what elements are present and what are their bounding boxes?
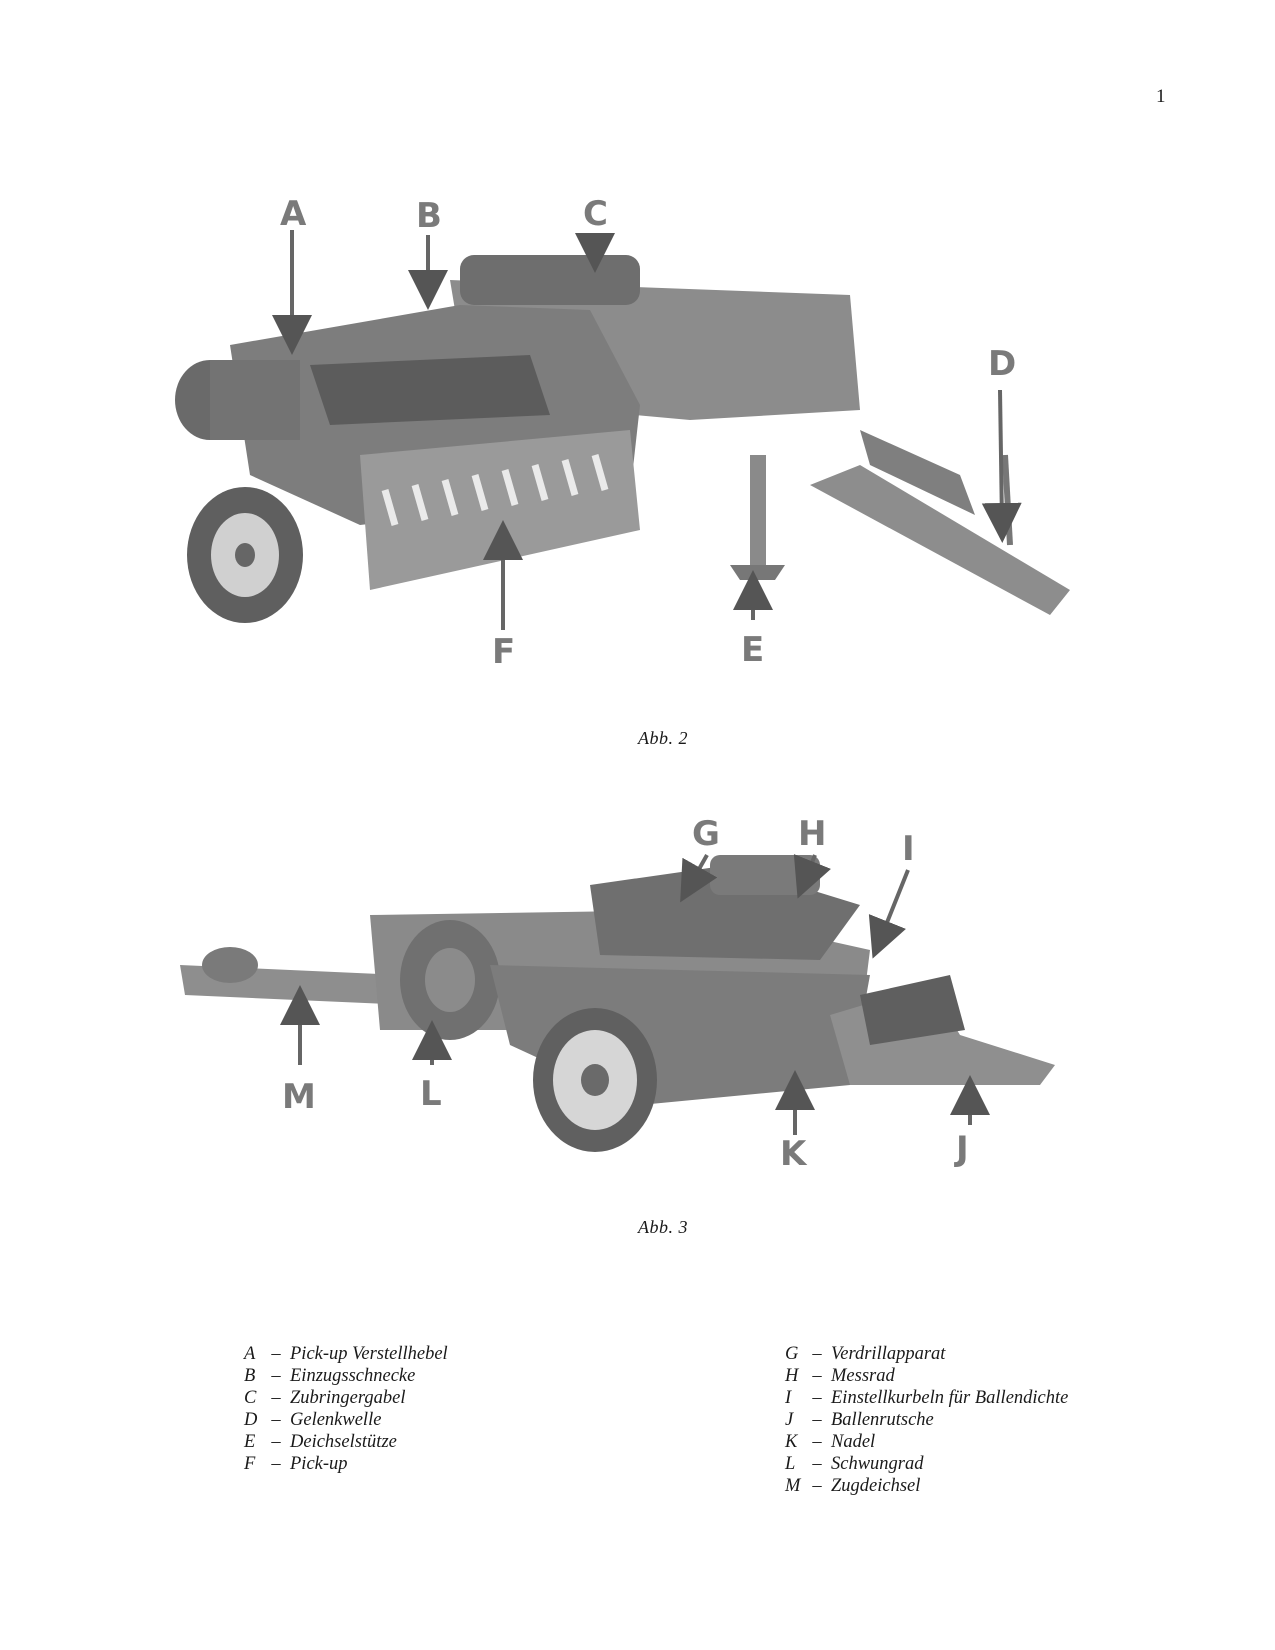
figure-abb-2: A B C D E F [170, 195, 1110, 665]
legend-item: A–Pick-up Verstellhebel [244, 1343, 448, 1365]
legend-key: L [785, 1454, 796, 1474]
callout-label: F [492, 632, 515, 665]
callout-label: E [741, 630, 764, 665]
baler-rear-illustration: G H I J K L M [180, 815, 1055, 1174]
legend-right-column: G–Verdrillapparat H–Messrad I–Einstellku… [785, 1343, 1068, 1497]
legend-item: L–Schwungrad [785, 1453, 1068, 1475]
figure-caption: Abb. 2 [638, 728, 688, 748]
callout-label: J [954, 1129, 969, 1169]
legend-dash: – [812, 1388, 822, 1408]
callout-label: D [988, 344, 1016, 384]
legend-item: E–Deichselstütze [244, 1431, 448, 1453]
legend-dash: – [812, 1454, 822, 1474]
legend-left-column: A–Pick-up Verstellhebel B–Einzugsschneck… [244, 1343, 448, 1475]
legend-text: Verdrillapparat [831, 1344, 946, 1364]
legend-text: Nadel [831, 1432, 876, 1452]
legend-key: C [244, 1388, 257, 1408]
legend-dash: – [812, 1344, 822, 1364]
legend-key: K [785, 1432, 798, 1452]
legend-item: H–Messrad [785, 1365, 1068, 1387]
legend-key: M [785, 1476, 801, 1496]
legend-key: F [244, 1454, 256, 1474]
legend-dash: – [812, 1476, 822, 1496]
legend-dash: – [271, 1454, 281, 1474]
figure-abb-3: G H I J K L M [170, 815, 1110, 1185]
legend-text: Ballenrutsche [831, 1410, 934, 1430]
legend-text: Pick-up [290, 1454, 348, 1474]
legend-dash: – [812, 1366, 822, 1386]
callout-label: B [416, 196, 442, 236]
legend-item: M–Zugdeichsel [785, 1475, 1068, 1497]
legend-item: J–Ballenrutsche [785, 1409, 1068, 1431]
legend-key: D [244, 1410, 258, 1430]
legend-text: Messrad [831, 1366, 895, 1386]
legend-dash: – [271, 1344, 281, 1364]
legend-item: G–Verdrillapparat [785, 1343, 1068, 1365]
figure-caption: Abb. 3 [638, 1217, 688, 1237]
callout-label: H [798, 815, 826, 854]
callout-label: I [902, 829, 915, 869]
legend-key: A [244, 1344, 256, 1364]
legend-key: G [785, 1344, 799, 1364]
callout-label: C [583, 195, 608, 234]
baler-body [180, 855, 1055, 1152]
callout-label: L [420, 1074, 442, 1114]
legend-text: Gelenkwelle [290, 1410, 382, 1430]
legend-dash: – [271, 1388, 281, 1408]
legend-dash: – [812, 1410, 822, 1430]
legend-item: K–Nadel [785, 1431, 1068, 1453]
legend-text: Zugdeichsel [831, 1476, 921, 1496]
page-number: 1 [1156, 86, 1166, 107]
legend-dash: – [812, 1432, 822, 1452]
legend-text: Schwungrad [831, 1454, 924, 1474]
legend-text: Einzugsschnecke [290, 1366, 416, 1386]
legend-key: I [785, 1388, 792, 1408]
legend-key: E [244, 1432, 256, 1452]
legend-key: J [785, 1410, 794, 1430]
legend-dash: – [271, 1410, 281, 1430]
legend-text: Einstellkurbeln für Ballendichte [831, 1388, 1069, 1408]
legend-key: H [785, 1366, 799, 1386]
callout-label: G [692, 815, 720, 854]
legend-item: B–Einzugsschnecke [244, 1365, 448, 1387]
legend-item: D–Gelenkwelle [244, 1409, 448, 1431]
callout-label: M [282, 1077, 316, 1117]
legend-text: Pick-up Verstellhebel [290, 1344, 448, 1364]
legend-item: I–Einstellkurbeln für Ballendichte [785, 1387, 1068, 1409]
callout-label: K [780, 1134, 808, 1174]
legend-key: B [244, 1366, 256, 1386]
legend-item: F–Pick-up [244, 1453, 448, 1475]
legend-item: C–Zubringergabel [244, 1387, 448, 1409]
legend-dash: – [271, 1432, 281, 1452]
callout-label: A [280, 195, 307, 234]
baler-front-illustration: A B C D E F [175, 195, 1070, 665]
legend-text: Zubringergabel [290, 1388, 406, 1408]
legend-dash: – [271, 1366, 281, 1386]
legend-text: Deichselstütze [290, 1432, 397, 1452]
baler-body [175, 255, 1070, 623]
